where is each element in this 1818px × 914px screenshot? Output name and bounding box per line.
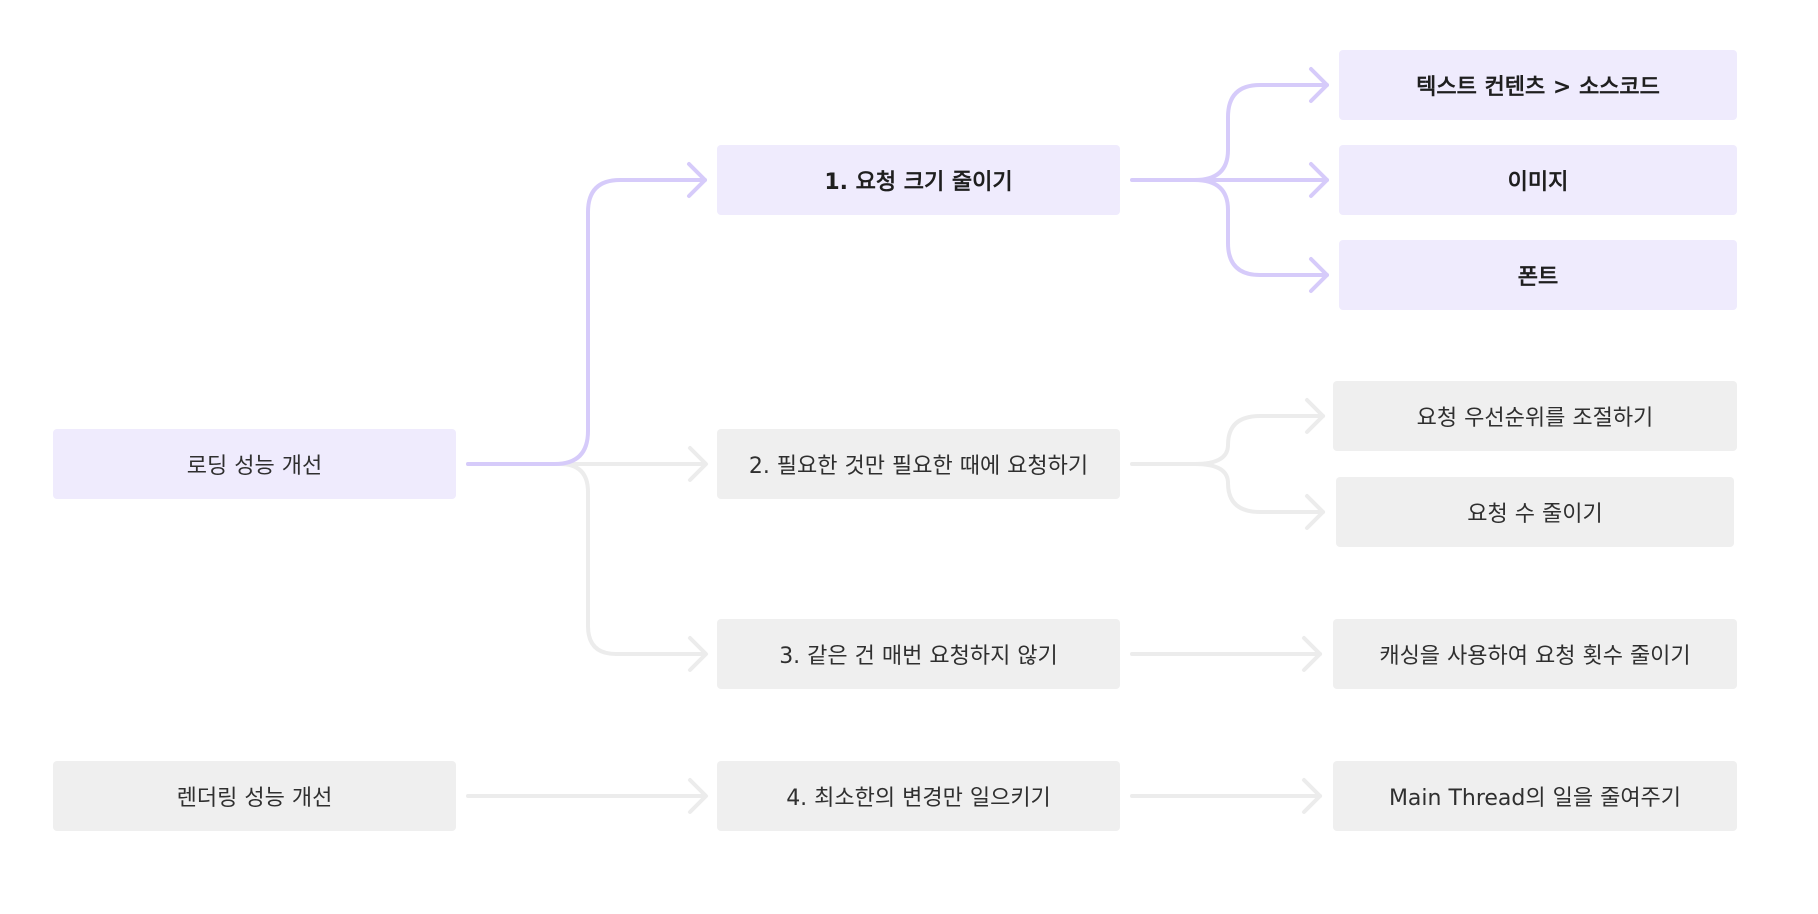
strategy-avoid-repeated-requests[interactable]: 3. 같은 건 매번 요청하지 않기 (717, 619, 1120, 689)
tactic-images[interactable]: 이미지 (1339, 145, 1737, 215)
edge-s2-to-t4 (1130, 414, 1325, 466)
arrowhead-s4 (688, 778, 708, 814)
arrowhead-s1 (687, 162, 707, 198)
strategy-request-only-when-needed[interactable]: 2. 필요한 것만 필요한 때에 요청하기 (717, 429, 1120, 499)
arrowhead-t4 (1305, 398, 1325, 434)
arrowhead-t6 (1302, 636, 1322, 672)
edge-s1-to-t1 (1130, 83, 1329, 182)
tactic-reduce-request-count[interactable]: 요청 수 줄이기 (1336, 477, 1734, 547)
arrowhead-t7 (1302, 778, 1322, 814)
arrowhead-t3 (1309, 257, 1329, 293)
edge-loading-to-s3 (558, 462, 707, 656)
root-loading-performance[interactable]: 로딩 성능 개선 (53, 429, 456, 499)
edge-s1-to-t3 (1193, 178, 1329, 277)
arrowhead-t1 (1309, 67, 1329, 103)
tactic-fonts[interactable]: 폰트 (1339, 240, 1737, 310)
arrowhead-s3 (688, 636, 708, 672)
arrowhead-t5 (1305, 494, 1325, 530)
tactic-caching[interactable]: 캐싱을 사용하여 요청 횟수 줄이기 (1333, 619, 1737, 689)
arrowhead-t2 (1309, 162, 1329, 198)
tactic-text-content-source[interactable]: 텍스트 컨텐츠 > 소스코드 (1339, 50, 1737, 120)
arrowhead-s2 (688, 446, 708, 482)
tactic-request-priority[interactable]: 요청 우선순위를 조절하기 (1333, 381, 1737, 451)
edge-s2-to-t5 (1193, 462, 1325, 514)
tactic-reduce-main-thread-work[interactable]: Main Thread의 일을 줄여주기 (1333, 761, 1737, 831)
edge-loading-to-s1 (466, 178, 707, 466)
strategy-minimal-changes[interactable]: 4. 최소한의 변경만 일으키기 (717, 761, 1120, 831)
strategy-reduce-request-size[interactable]: 1. 요청 크기 줄이기 (717, 145, 1120, 215)
root-rendering-performance[interactable]: 렌더링 성능 개선 (53, 761, 456, 831)
